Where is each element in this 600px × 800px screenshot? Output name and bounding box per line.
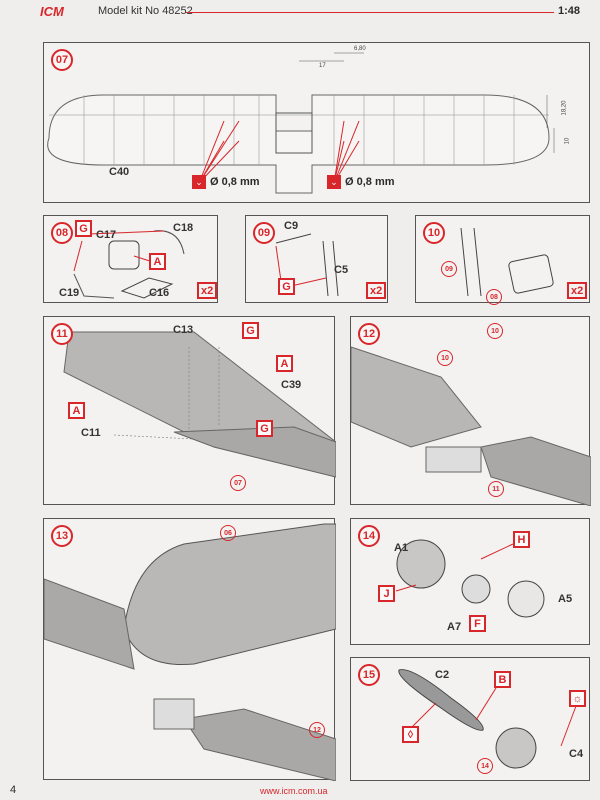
optional-part-icon: ☼ [569,690,586,707]
step-15-panel: 15 C2 B ◊ ☼ C4 14 [350,657,590,781]
part-label: C18 [173,222,194,234]
sub-assembly-ref: 11 [488,481,504,497]
frame-drawing [275,233,339,297]
part-label: A7 [447,621,462,633]
drill-icon: ⌄ [192,175,206,189]
page-number: 4 [10,784,17,796]
color-ref: F [469,615,486,632]
dimension: 18,20 [561,100,568,116]
step-number: 14 [358,525,380,547]
sub-assembly-ref: 10 [487,323,503,339]
website-link[interactable]: www.icm.com.ua [260,786,328,796]
kit-title: Model kit No 48252 [98,5,193,17]
wing-plan-drawing [47,52,555,194]
quantity-badge: x2 [567,282,588,299]
step-07-panel: 07 C40 ⌄ Ø 0,8 mm ⌄ Ø 0,8 mm 17 6,80 18,… [43,42,590,203]
color-ref: A [276,355,293,372]
scale-label: 1:48 [558,5,581,17]
sub-assembly-ref: 14 [477,758,493,774]
part-label: C4 [569,748,584,760]
color-ref: G [75,220,92,237]
step-number: 13 [51,525,73,547]
engine-drawing [395,539,545,618]
drill-size: Ø 0,8 mm [210,176,260,188]
color-ref: G [278,278,295,295]
quantity-badge: x2 [366,282,387,299]
step-10-panel: 10 09 08 x2 [415,215,590,305]
step-08-panel: 08 G C17 C18 A C19 C16 x2 [43,215,218,303]
step-number: 11 [51,323,73,345]
sub-assembly-ref: 12 [309,722,325,738]
part-label: C13 [173,324,194,336]
seat-install-drawing [351,346,591,506]
color-ref: G [242,322,259,339]
header-divider [186,12,554,13]
part-label: C9 [284,220,299,232]
dimension: 17 [319,63,326,69]
part-label: C19 [59,287,80,299]
step-13-panel: 13 06 12 [43,518,336,781]
color-ref: B [494,671,511,688]
sub-assembly-ref: 06 [220,525,236,541]
step-14-panel: 14 A1 H J A5 A7 F [350,518,590,645]
part-label: C17 [96,229,117,241]
icm-logo: ICM [40,4,64,19]
color-ref: J [378,585,395,602]
color-ref: A [68,402,85,419]
part-label: C11 [81,427,101,439]
glue-drop-icon: ◊ [402,726,419,743]
step-number: 15 [358,664,380,686]
step-number: 09 [253,222,275,244]
part-label: A1 [394,542,409,554]
dimension: 6,80 [354,46,366,52]
color-ref: H [513,531,530,548]
part-label: C40 [109,166,130,178]
part-label: C39 [281,379,302,391]
step-number: 12 [358,323,380,345]
sub-assembly-ref: 09 [441,261,457,277]
step-number: 08 [51,222,73,244]
step-number: 10 [423,222,445,244]
lower-wing-drawing [63,331,336,478]
dimension: 10 [564,137,571,145]
quantity-badge: x2 [197,282,218,299]
drill-icon: ⌄ [327,175,341,189]
color-ref: G [256,420,273,437]
sub-assembly-ref: 07 [230,475,246,491]
drill-size: Ø 0,8 mm [345,176,395,188]
step-11-panel: 11 C13 G A C39 A C11 G 07 [43,316,336,505]
step-number: 07 [51,49,73,71]
step-09-panel: 09 C9 C5 G x2 [245,215,388,303]
propeller-drawing [398,669,577,769]
seat-drawing [73,230,185,299]
sub-assembly-ref: 10 [437,350,453,366]
part-label: A5 [558,593,573,605]
color-ref: A [149,253,166,270]
part-label: C16 [149,287,170,299]
seat-frame-drawing [460,227,554,297]
part-label: C5 [334,264,349,276]
part-label: C2 [435,669,450,681]
sub-assembly-ref: 08 [486,289,502,305]
fuselage-assembly-drawing [44,523,336,781]
step-12-panel: 12 10 10 11 [350,316,591,506]
